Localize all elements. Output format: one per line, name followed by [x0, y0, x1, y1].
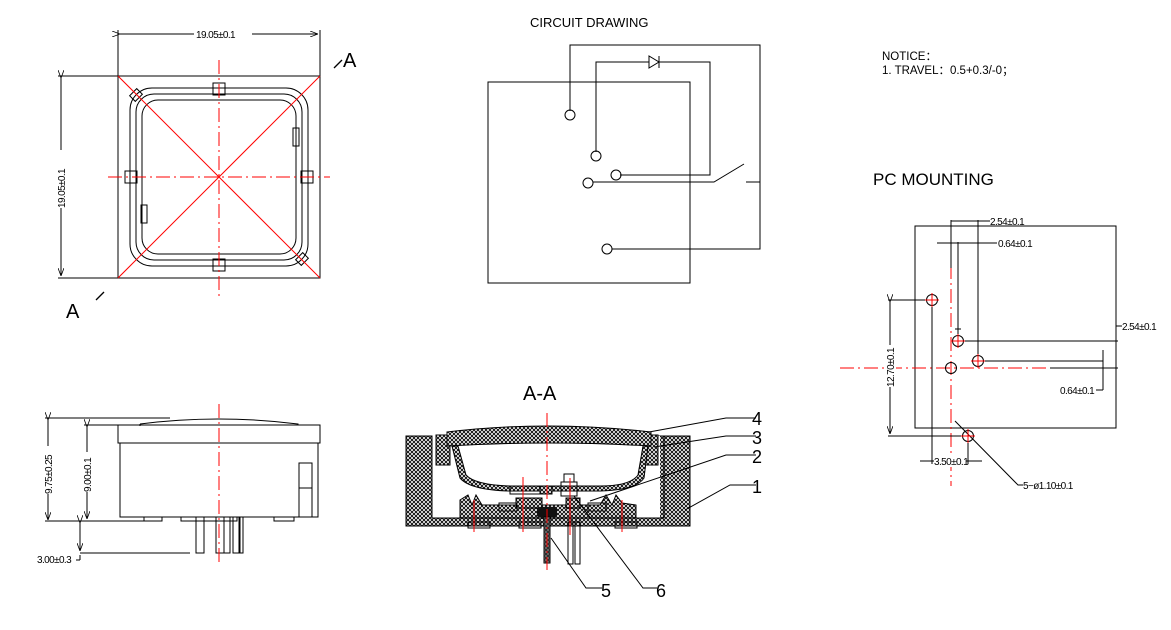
- notice-heading: NOTICE：: [882, 51, 937, 63]
- leader-1: [684, 484, 756, 511]
- notice-travel: 1. TRAVEL：0.5+0.3/-0；: [882, 65, 1014, 77]
- height-dim: 19.05±0.1: [57, 168, 68, 208]
- side-view: 9.75±0.25 9.00±0.1 3.00±0.3: [37, 404, 321, 566]
- section-mark-top: A: [343, 50, 357, 72]
- circuit-drawing: CIRCUIT DRAWING: [487, 15, 761, 284]
- diode-icon: [648, 55, 660, 69]
- dim-top-offset: 0.64±0.1: [998, 239, 1033, 250]
- keycap-dome: [139, 418, 299, 425]
- section-mark-line-top: [333, 59, 343, 69]
- leader-4: [648, 417, 756, 433]
- dim-pin-length: 3.00±0.3: [37, 555, 72, 566]
- pc-mounting-title: PC MOUNTING: [873, 170, 994, 189]
- section-title: A-A: [523, 383, 557, 405]
- leader-6: [573, 495, 657, 589]
- dim-top-pitch: 2.54±0.1: [990, 217, 1025, 228]
- section-mark-line-bottom: [95, 291, 105, 301]
- wire-diode-out: [620, 61, 711, 176]
- leader-5: [550, 537, 602, 589]
- callout-4: 4: [752, 409, 762, 429]
- width-dim: 19.05±0.1: [196, 30, 236, 41]
- inner-cup-part-3: [451, 445, 649, 492]
- callout-3: 3: [752, 428, 762, 448]
- dim-right-offset: 0.64±0.1: [1060, 386, 1095, 397]
- switch-icon: [593, 163, 745, 183]
- pin: [223, 516, 231, 554]
- notice: NOTICE： 1. TRAVEL：0.5+0.3/-0；: [882, 51, 1014, 77]
- callout-2: 2: [752, 447, 762, 467]
- terminal-3: [610, 169, 622, 181]
- dim-total-height: 9.75±0.25: [44, 454, 55, 494]
- pin: [195, 516, 205, 554]
- dim-body-height: 9.00±0.1: [83, 457, 94, 492]
- pc-board-outline: [914, 225, 1117, 429]
- terminal-1: [564, 109, 576, 121]
- wire-diode-in: [595, 61, 649, 152]
- wire-outer: [569, 44, 761, 250]
- section-mark-bottom: A: [66, 301, 80, 323]
- pc-mounting: PC MOUNTING 2.54±0.1 0.64±0.1 2.54±0.1 0…: [840, 170, 1158, 492]
- circuit-title: CIRCUIT DRAWING: [530, 15, 648, 30]
- pin: [232, 516, 240, 554]
- terminal-2: [590, 150, 602, 162]
- leader-2: [589, 454, 756, 502]
- callout-5: 5: [601, 581, 611, 601]
- callout-6: 6: [656, 581, 666, 601]
- keycap-part-4: [446, 425, 652, 447]
- hole-callout: 5−ø1.10±0.1: [1023, 481, 1074, 492]
- leader-3: [653, 435, 756, 448]
- terminal-5: [601, 243, 613, 255]
- mounting-holes: [925, 293, 985, 443]
- dim-right-pitch: 2.54±0.1: [1122, 322, 1157, 333]
- callout-1: 1: [752, 477, 762, 497]
- section-view: A-A: [405, 383, 762, 601]
- hole-center: [945, 362, 957, 374]
- dim-vertical-span: 12.70±0.1: [886, 347, 897, 387]
- terminal-4: [582, 177, 594, 189]
- dim-horizontal-span: 3.50±0.1: [934, 457, 969, 468]
- hole-callout-leader: [954, 420, 1023, 486]
- pin: [215, 516, 225, 554]
- top-view: 19.05±0.1 19.05±0.1 A A: [55, 28, 357, 323]
